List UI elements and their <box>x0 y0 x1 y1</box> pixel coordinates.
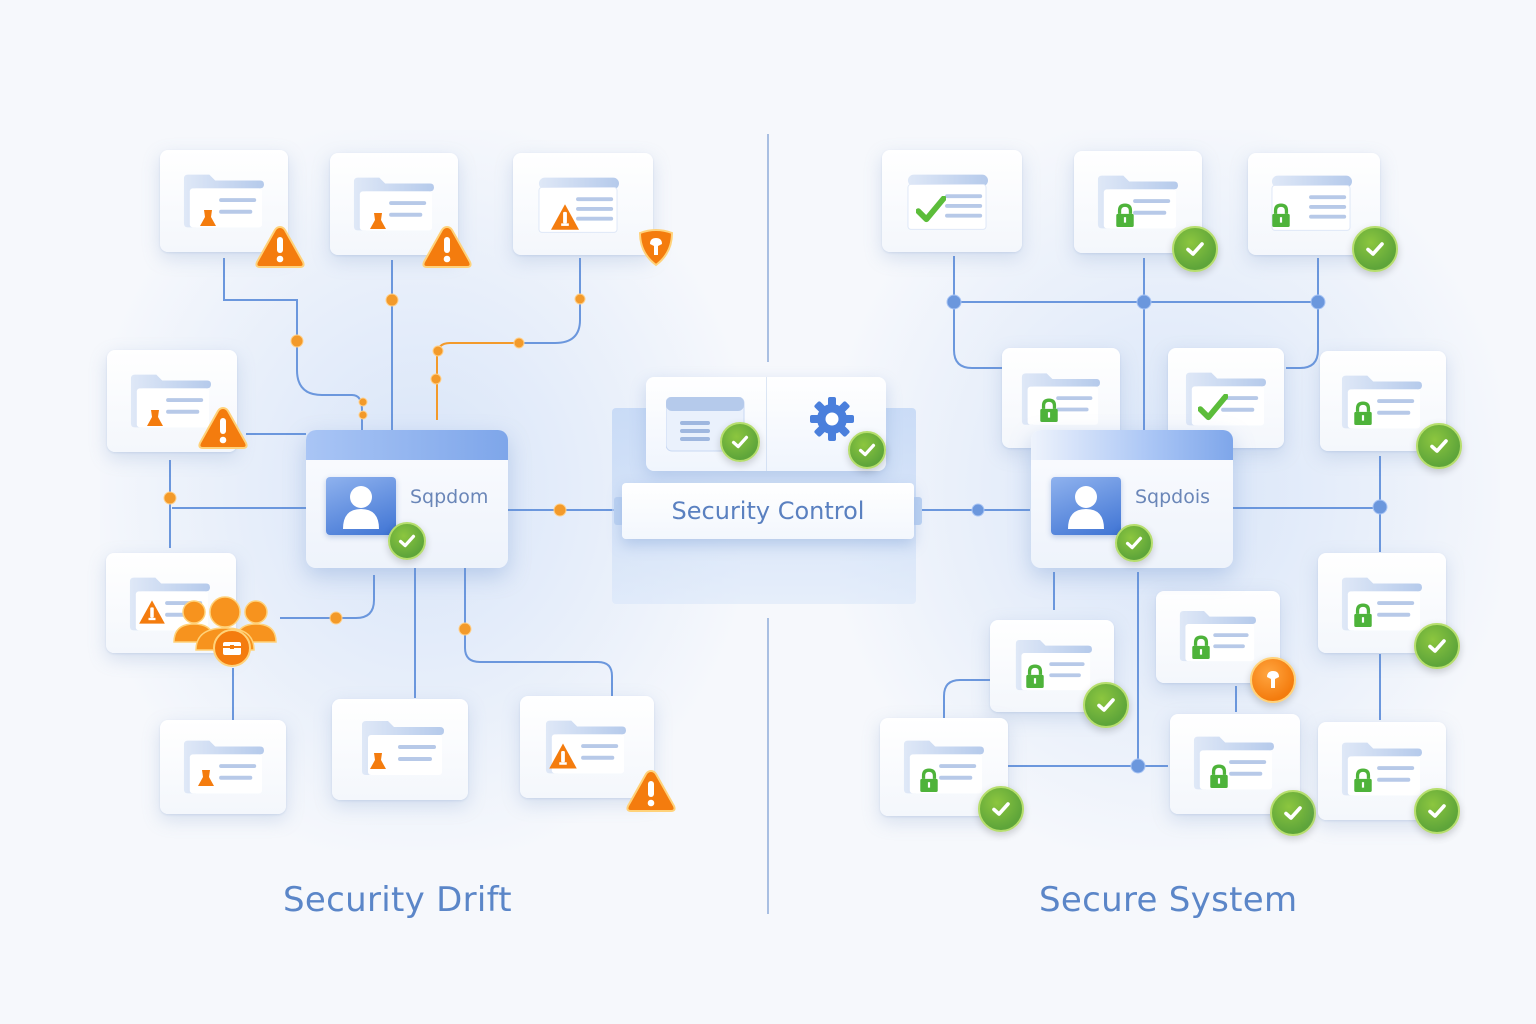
wire <box>953 302 1002 369</box>
warning-person-icon <box>368 751 388 771</box>
gear-icon <box>810 397 854 441</box>
check-icon <box>1172 226 1218 272</box>
warning-triangle-icon <box>548 742 578 770</box>
junction-node <box>1130 758 1146 774</box>
drift-node-card[interactable] <box>160 720 286 814</box>
hub-header <box>1031 430 1233 460</box>
junction-node <box>971 503 985 517</box>
folder-icon <box>1176 611 1258 663</box>
junction-node <box>1372 499 1388 515</box>
wire <box>520 258 581 344</box>
check-icon <box>1083 682 1129 728</box>
wire <box>953 256 1319 303</box>
warning-triangle-icon <box>421 224 473 270</box>
warning-triangle-icon <box>625 768 677 814</box>
check-icon <box>1352 226 1398 272</box>
security-control-label: Security Control <box>622 483 914 539</box>
warning-triangle-icon <box>138 599 166 625</box>
security-control-panel <box>646 377 886 471</box>
lock-icon <box>918 768 940 792</box>
lock-icon <box>1352 603 1374 627</box>
drift-node-card[interactable] <box>520 696 654 798</box>
checkmark-icon <box>1198 394 1228 422</box>
drift-node <box>513 337 525 349</box>
warning-person-icon <box>145 408 165 428</box>
lock-icon <box>1352 401 1374 425</box>
warning-shield-icon <box>636 227 676 267</box>
check-icon <box>848 431 886 469</box>
folder-icon <box>182 174 264 230</box>
hub-label: Sqpdom <box>410 486 489 508</box>
warning-person-icon <box>196 768 216 788</box>
check-icon <box>1416 423 1462 469</box>
connector-tab-right <box>912 497 922 525</box>
drift-node <box>385 293 399 307</box>
secure-node-card[interactable] <box>882 150 1022 252</box>
folder-icon <box>1192 736 1274 792</box>
folder-icon <box>1096 175 1178 231</box>
junction-node <box>1136 294 1152 310</box>
check-icon <box>1270 790 1316 836</box>
check-icon <box>1414 788 1460 834</box>
drift-node <box>290 334 304 348</box>
drift-node <box>432 345 444 357</box>
check-icon <box>1115 524 1153 562</box>
drift-node <box>358 397 368 407</box>
user-icon <box>326 477 396 535</box>
lock-icon <box>1038 398 1060 422</box>
folder-icon <box>1020 372 1100 428</box>
lock-icon <box>1024 664 1046 688</box>
secure-hub-card[interactable]: Sqpdois <box>1031 430 1233 568</box>
check-icon <box>720 422 760 462</box>
drift-node <box>458 622 472 636</box>
drift-node <box>163 491 177 505</box>
drift-node <box>329 611 343 625</box>
user-icon <box>1051 477 1121 535</box>
lock-icon <box>1208 764 1230 788</box>
wire <box>280 575 375 619</box>
folder-icon <box>182 740 264 796</box>
upload-icon <box>1250 657 1296 703</box>
warning-triangle-icon <box>549 203 581 231</box>
hub-label: Sqpdois <box>1135 486 1211 508</box>
drift-node <box>574 293 586 305</box>
wire <box>464 568 613 696</box>
hub-header <box>306 430 508 460</box>
drift-node-card[interactable] <box>332 699 468 800</box>
drift-node <box>430 373 442 385</box>
warning-person-icon <box>368 211 388 231</box>
folder-icon <box>902 740 984 796</box>
lock-icon <box>1270 203 1292 227</box>
drift-node-card[interactable] <box>160 150 288 252</box>
check-icon <box>1414 623 1460 669</box>
lock-icon <box>1190 635 1212 659</box>
junction-node <box>946 294 962 310</box>
security-drift-title: Security Drift <box>283 880 512 920</box>
divider-top <box>767 134 769 362</box>
secure-system-title: Secure System <box>1039 880 1298 920</box>
drift-node-card[interactable] <box>513 153 653 255</box>
divider-bottom <box>767 618 769 914</box>
warning-person-icon <box>198 208 218 228</box>
drift-hub-card[interactable]: Sqpdom <box>306 430 508 568</box>
connector-tab-left <box>614 497 624 525</box>
warning-triangle-icon <box>254 224 306 270</box>
lock-icon <box>1114 203 1136 227</box>
wire <box>943 679 990 718</box>
junction-node <box>1310 294 1326 310</box>
check-icon <box>978 786 1024 832</box>
wire <box>1286 302 1319 369</box>
check-icon <box>388 522 426 560</box>
drift-node <box>553 503 567 517</box>
drift-node <box>358 410 368 420</box>
wire-orange <box>436 342 520 420</box>
user-group-icon <box>172 594 280 670</box>
warning-triangle-icon <box>197 405 249 451</box>
lock-icon <box>1352 768 1374 792</box>
checkmark-icon <box>916 196 946 224</box>
